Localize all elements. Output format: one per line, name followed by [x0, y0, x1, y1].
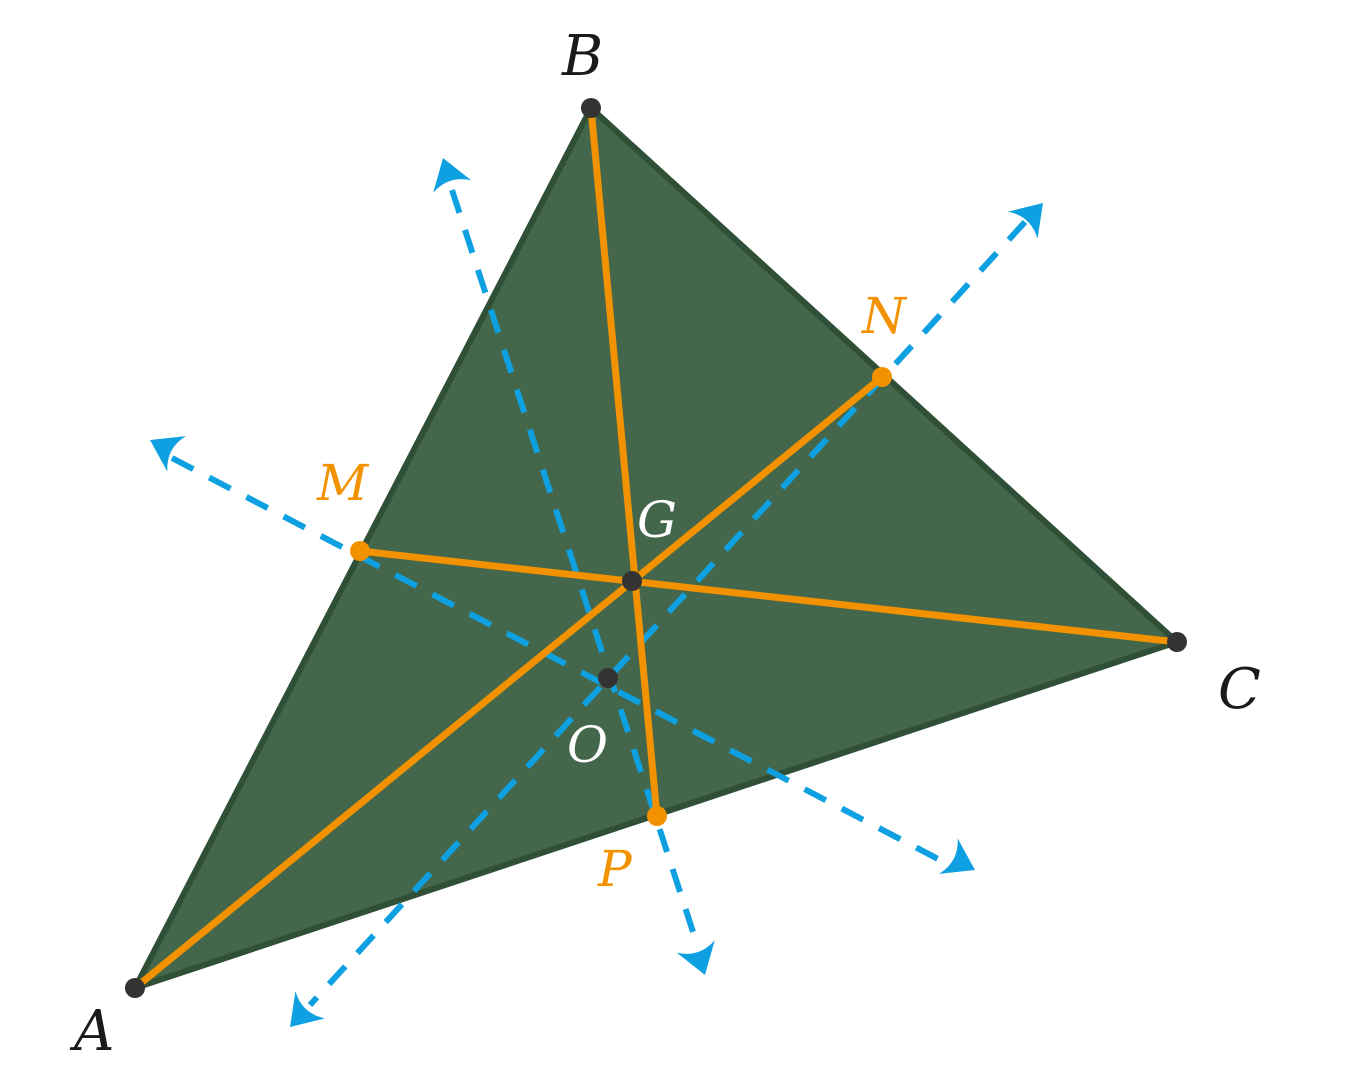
label-b: B — [561, 24, 603, 89]
label-a: A — [69, 999, 114, 1064]
arrowhead-ca-top-icon — [423, 151, 472, 193]
label-o: O — [567, 716, 608, 774]
vertex-a-dot — [125, 978, 145, 998]
label-n: N — [861, 287, 908, 345]
label-c: C — [1218, 657, 1261, 722]
label-m: M — [316, 454, 370, 512]
perpendicular-bisector-ca — [449, 189, 698, 939]
median-an — [131, 373, 886, 992]
arrowhead-ab-right-icon — [939, 838, 985, 888]
label-p: P — [597, 840, 633, 898]
median-bp — [587, 104, 661, 820]
vertex-b-dot — [581, 98, 601, 118]
midpoint-n-dot — [872, 367, 892, 387]
vertex-c-dot — [1167, 632, 1187, 652]
arrowhead-ca-bottom-icon — [676, 940, 725, 982]
median-cm — [356, 547, 1181, 646]
centroid-g-dot — [622, 571, 642, 591]
perpendicular-bisector-bc — [307, 219, 1028, 1008]
midpoint-m-dot — [350, 541, 370, 561]
perpendicular-bisector-ab — [170, 455, 942, 863]
circumcenter-o-dot — [598, 668, 618, 688]
midpoint-p-dot — [647, 806, 667, 826]
label-g: G — [637, 491, 677, 549]
